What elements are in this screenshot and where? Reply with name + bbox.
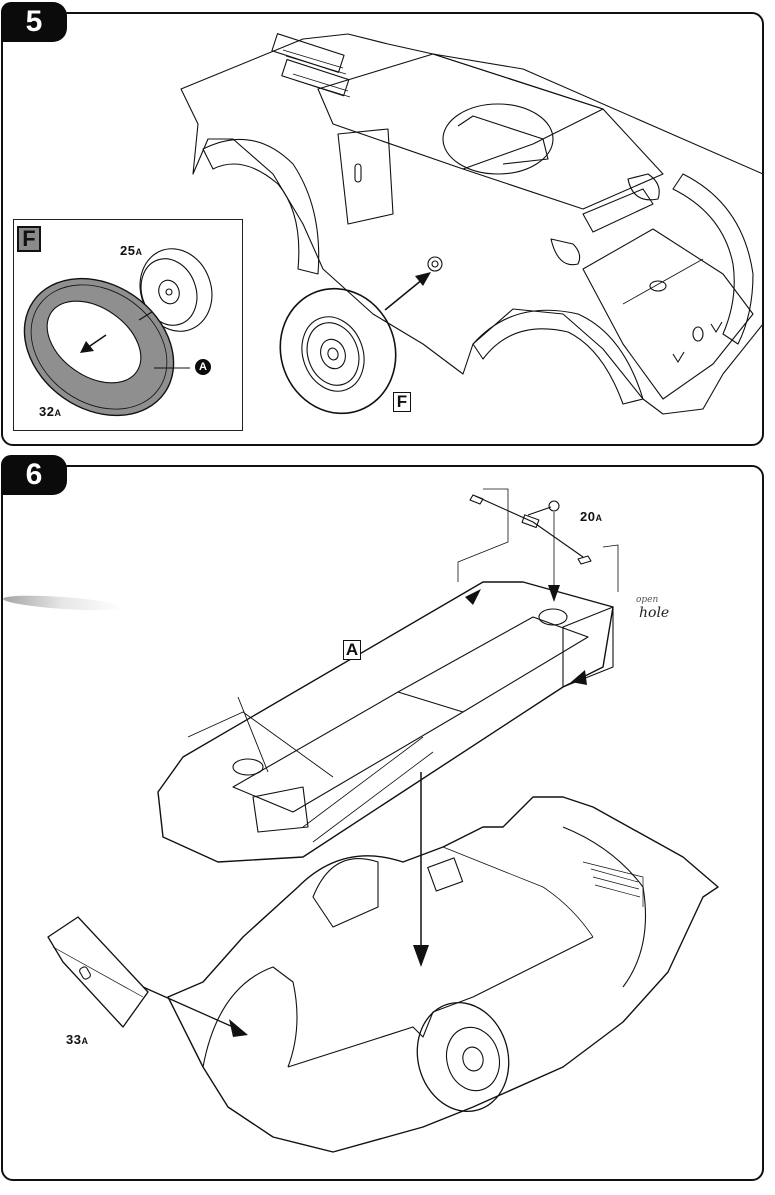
tire-part [23,277,175,417]
front-fender [672,173,754,345]
chassis-drawing [47,488,719,1153]
assembled-wheel [279,287,397,415]
driver-visor [582,188,654,233]
part-sprue-letter: A [81,1036,89,1046]
handwritten-note-hole: hole [639,605,670,621]
hull-top-deck [317,53,604,170]
part-sprue-letter: A [135,247,143,257]
front-armor-plate [582,228,754,400]
step-6-panel: 6 [1,455,764,1181]
part-number: 32 [39,404,55,419]
arrow-rear-mount [465,589,481,605]
main-callout-label-f: F [393,392,411,412]
axle-stub [427,256,443,272]
part-sprue-letter: A [595,513,603,523]
subassembly-inset-f [13,219,243,431]
upper-chassis-frame [157,581,614,863]
front-wheel-arch [472,309,644,405]
arrow-center-hole [548,585,560,602]
subassembly-label-a: A [343,640,361,660]
assembly-arrow-plate [142,986,234,1028]
part-number: 25 [120,243,136,258]
tire-and-hub-drawing [23,248,213,417]
lower-hull-tub [167,796,719,1153]
part-label-33a: 33A [66,1032,88,1047]
handwritten-note-open: open [636,595,659,605]
part-number: 33 [66,1032,82,1047]
part-label-20a: 20A [580,509,602,524]
assembly-arrow-hub-to-tire [86,334,107,349]
step-5-panel: 5 [1,2,764,446]
turret-ring [442,103,554,175]
rear-wheel-arch [202,138,320,275]
wheel-hub-part [139,248,213,332]
step-number-badge: 5 [1,2,67,42]
part-label-25a: 25A [120,243,142,258]
side-door [337,128,394,225]
part-number: 20 [580,509,596,524]
arrow-front-mount [571,670,587,685]
vehicle-hull-drawing [180,33,762,415]
hull-outline [180,33,762,415]
part-label-32a: 32A [39,404,61,419]
step-number-badge: 6 [1,455,67,495]
part-sprue-letter: A [54,408,62,418]
front-plate-part [47,916,149,1028]
marker-a-badge: A [195,359,211,375]
steering-linkage-part [457,488,619,592]
assembly-arrow-wheel-to-axle [384,278,424,311]
subassembly-label-f: F [17,226,41,252]
